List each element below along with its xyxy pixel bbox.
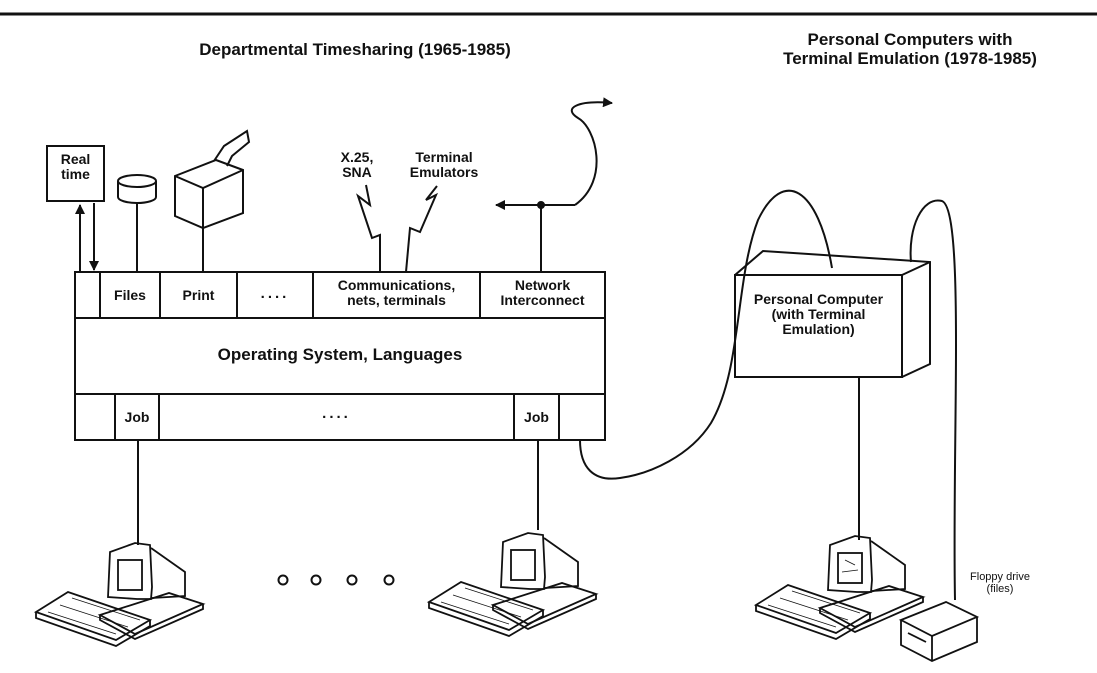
bottom-row-dots: ....: [322, 405, 351, 422]
communications-cell: Communications, nets, terminals: [313, 278, 480, 308]
terminal-emulators-line2: Emulators: [409, 164, 479, 180]
print-cell: Print: [182, 287, 215, 303]
network-line2: Interconnect: [500, 292, 585, 308]
communications-line2: nets, terminals: [347, 292, 446, 308]
printer-icon: [174, 129, 251, 272]
pc-box-label: Personal Computer (with Terminal Emulati…: [735, 292, 902, 337]
pc-box: [734, 249, 931, 378]
pc-line2: (with Terminal: [771, 306, 866, 322]
timesharing-pc-link: [579, 189, 833, 480]
x25-link-line: [356, 184, 381, 272]
x25-line2: SNA: [342, 164, 372, 180]
realtime-label: Real time: [47, 152, 104, 182]
header-pc-line2: Terminal Emulation (1978-1985): [783, 49, 1037, 68]
network-line1: Network: [514, 277, 571, 293]
job-right-cell: Job: [524, 409, 549, 425]
x25-label: X.25, SNA: [322, 150, 392, 180]
terminal-ellipsis: [277, 574, 395, 586]
files-cell: Files: [114, 287, 146, 303]
pc-line3: Emulation): [782, 321, 855, 337]
x25-line1: X.25,: [340, 149, 374, 165]
network-junction: [537, 201, 545, 209]
network-wavy-link: [570, 97, 613, 206]
workstation-right-icon: [753, 535, 926, 640]
header-pc-line1: Personal Computers with: [807, 30, 1013, 49]
pc-line1: Personal Computer: [753, 291, 884, 307]
bottom-row-frame: [74, 393, 606, 441]
os-label: Operating System, Languages: [217, 345, 463, 364]
floppy-label: Floppy drive (files): [955, 571, 1045, 595]
floppy-cable: [909, 199, 957, 601]
floppy-line2: (files): [986, 583, 1014, 595]
network-interconnect-cell: Network Interconnect: [480, 278, 605, 308]
header-timesharing: Departmental Timesharing (1965-1985): [199, 40, 511, 59]
workstation-middle-icon: [426, 532, 599, 637]
realtime-line2: time: [61, 166, 90, 182]
floppy-line1: Floppy drive: [970, 571, 1030, 583]
communications-line1: Communications,: [337, 277, 456, 293]
realtime-line1: Real: [60, 151, 91, 167]
terminal-emulators-link-line: [405, 185, 439, 273]
floppy-drive-icon: [898, 601, 980, 662]
terminal-emulators-line1: Terminal: [415, 149, 473, 165]
top-row-dots: ....: [260, 285, 290, 302]
terminal-emulators-label: Terminal Emulators: [394, 150, 494, 180]
workstation-left-icon: [33, 542, 206, 647]
disk-icon: [117, 174, 157, 272]
job-left-cell: Job: [124, 409, 150, 425]
header-personal-computers: Personal Computers with Terminal Emulati…: [760, 30, 1060, 68]
realtime-box: [46, 145, 105, 202]
